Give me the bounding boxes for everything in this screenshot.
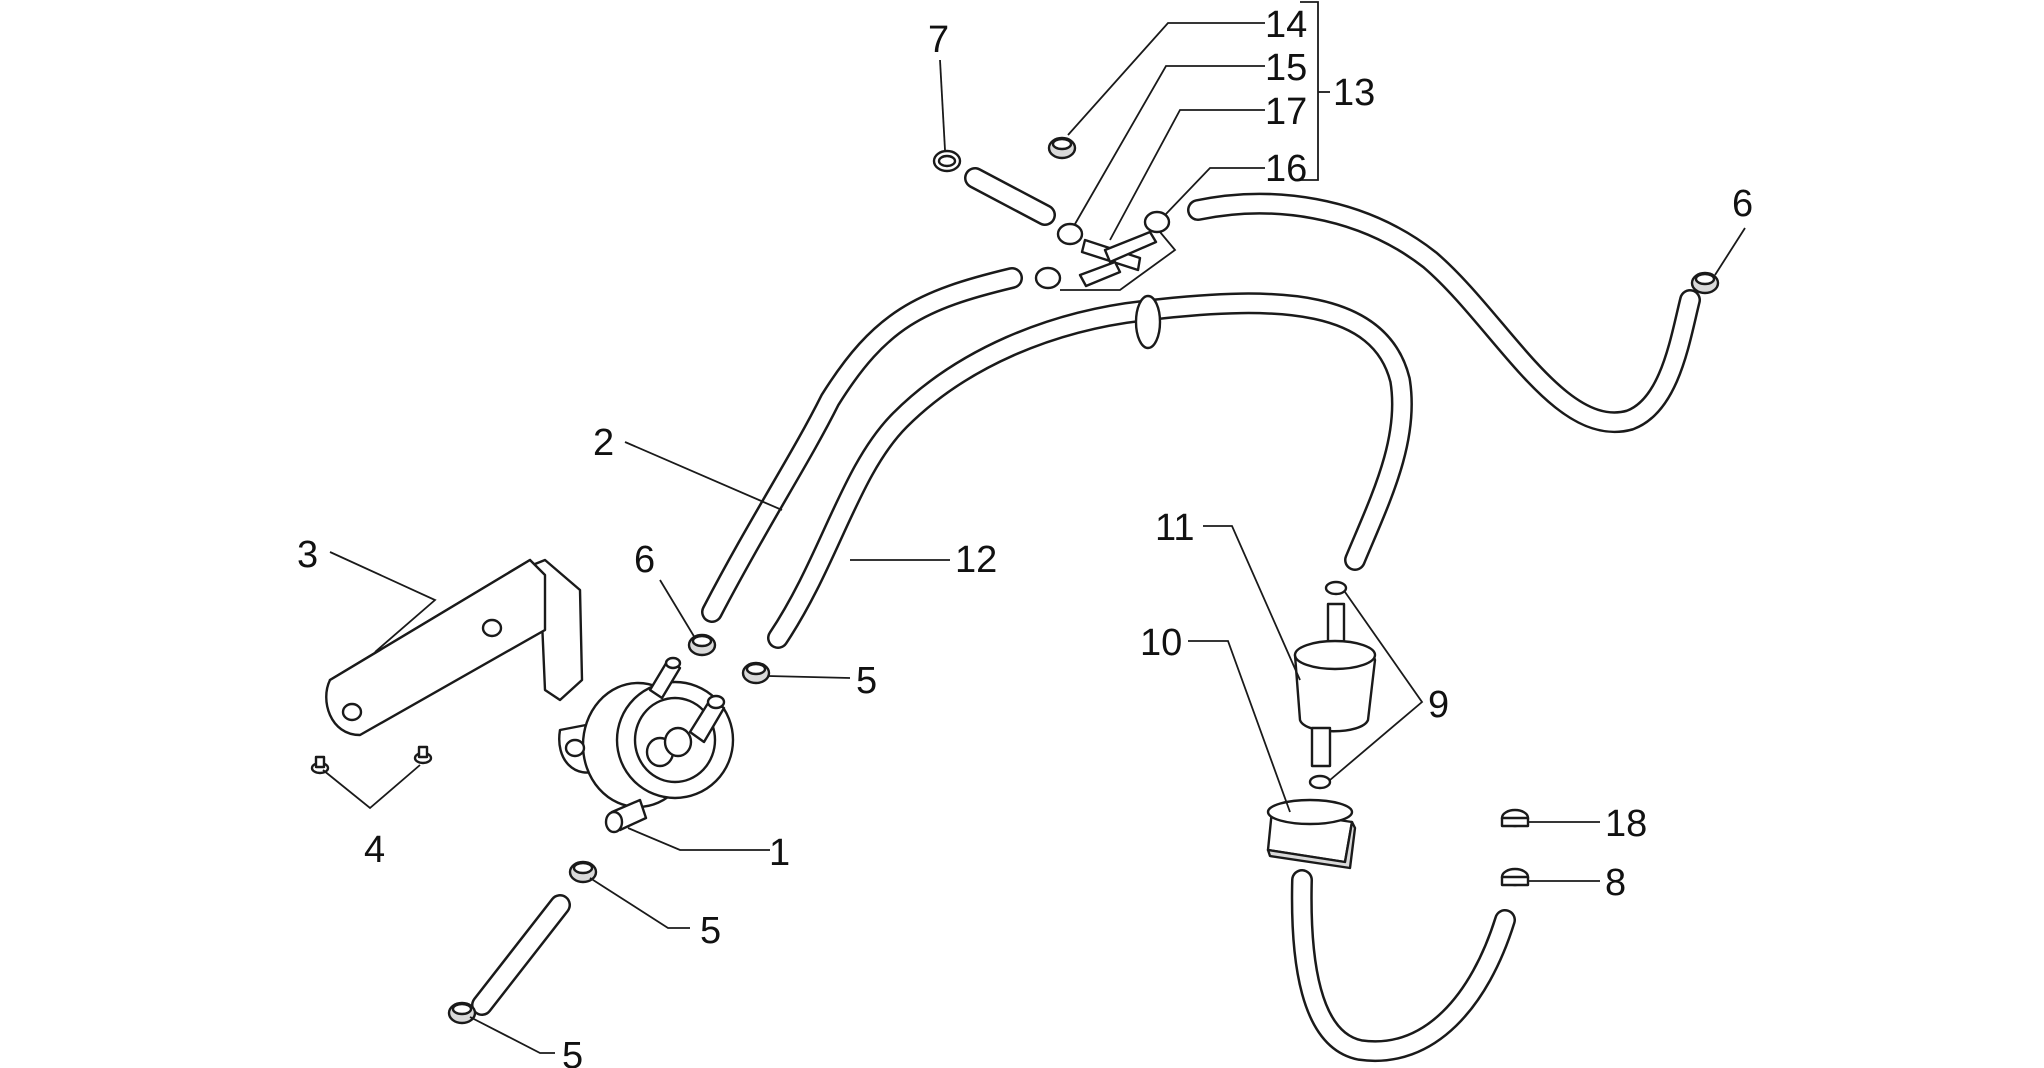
callout-12: 12 [955, 539, 997, 581]
callout-10: 10 [1140, 622, 1182, 664]
bracket-icon [325, 558, 584, 737]
callout-13: 13 [1333, 72, 1375, 114]
callout-1: 1 [769, 832, 790, 874]
callout-2: 2 [593, 422, 614, 464]
callout-5-lower: 5 [562, 1035, 583, 1068]
callout-15: 15 [1265, 47, 1307, 89]
callout-14: 14 [1265, 4, 1307, 46]
hose-right-long [1187, 192, 1701, 434]
callout-18: 18 [1605, 803, 1647, 845]
callout-5-upper: 5 [856, 660, 877, 702]
callout-labels: 1 2 3 4 5 5 5 6 6 7 8 9 10 11 12 13 14 1… [297, 4, 1753, 1068]
leader-lines [322, 1, 1746, 1054]
callout-4: 4 [364, 829, 385, 871]
t-fitting-icon [1078, 230, 1158, 288]
callout-3: 3 [297, 534, 318, 576]
fuel-pump-icon [558, 656, 735, 834]
callout-17: 17 [1265, 91, 1307, 133]
hose-2 [701, 267, 1023, 623]
callout-16: 16 [1265, 148, 1307, 190]
hose-short-top [964, 167, 1056, 226]
callout-6-right: 6 [1732, 183, 1753, 225]
callout-8: 8 [1605, 862, 1626, 904]
callout-9: 9 [1428, 684, 1449, 726]
screw-icon [310, 745, 433, 775]
hose-bottom-u [1290, 869, 1516, 1063]
clamp-icon [447, 136, 1720, 1025]
hose-lower-left [471, 894, 571, 1016]
callout-6-left: 6 [634, 539, 655, 581]
callout-7: 7 [928, 19, 949, 61]
filter-holder-icon [1266, 798, 1357, 870]
callout-11: 11 [1155, 507, 1194, 549]
fuel-filter-icon [1293, 602, 1377, 768]
hose-12-grommet [1134, 294, 1162, 350]
callout-5-middle: 5 [700, 910, 721, 952]
